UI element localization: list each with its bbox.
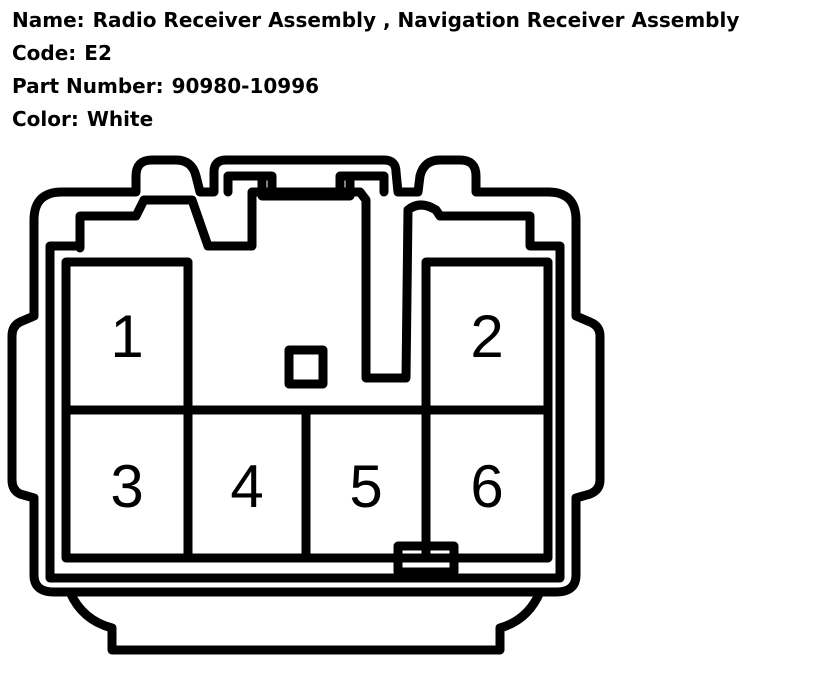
part-number-value: 90980-10996 bbox=[171, 74, 320, 98]
part-number-label: Part Number: bbox=[12, 74, 164, 98]
color-row: Color: White bbox=[12, 103, 739, 136]
name-value: Radio Receiver Assembly , Navigation Rec… bbox=[92, 8, 740, 32]
color-value: White bbox=[86, 107, 154, 131]
latch-center-slot bbox=[257, 171, 355, 201]
latch-slot-left bbox=[223, 171, 277, 197]
name-label: Name: bbox=[12, 8, 85, 32]
pin-number-5: 5 bbox=[349, 453, 382, 520]
connector-info: Name: Radio Receiver Assembly , Navigatio… bbox=[12, 4, 739, 136]
part-number-row: Part Number: 90980-10996 bbox=[12, 70, 739, 103]
name-row: Name: Radio Receiver Assembly , Navigatio… bbox=[12, 4, 739, 37]
code-label: Code: bbox=[12, 41, 77, 65]
pin-number-1: 1 bbox=[110, 303, 143, 370]
pin-number-2: 2 bbox=[470, 303, 503, 370]
pin-number-4: 4 bbox=[230, 453, 263, 520]
code-row: Code: E2 bbox=[12, 37, 739, 70]
polarization-key bbox=[284, 345, 328, 389]
latch-slot-right bbox=[335, 171, 389, 197]
pin-number-3: 3 bbox=[110, 453, 143, 520]
connector-inner-cavity bbox=[45, 187, 565, 583]
connector-housing-outline bbox=[7, 155, 605, 655]
code-value: E2 bbox=[84, 41, 112, 65]
color-label: Color: bbox=[12, 107, 79, 131]
pin-number-6: 6 bbox=[470, 453, 503, 520]
